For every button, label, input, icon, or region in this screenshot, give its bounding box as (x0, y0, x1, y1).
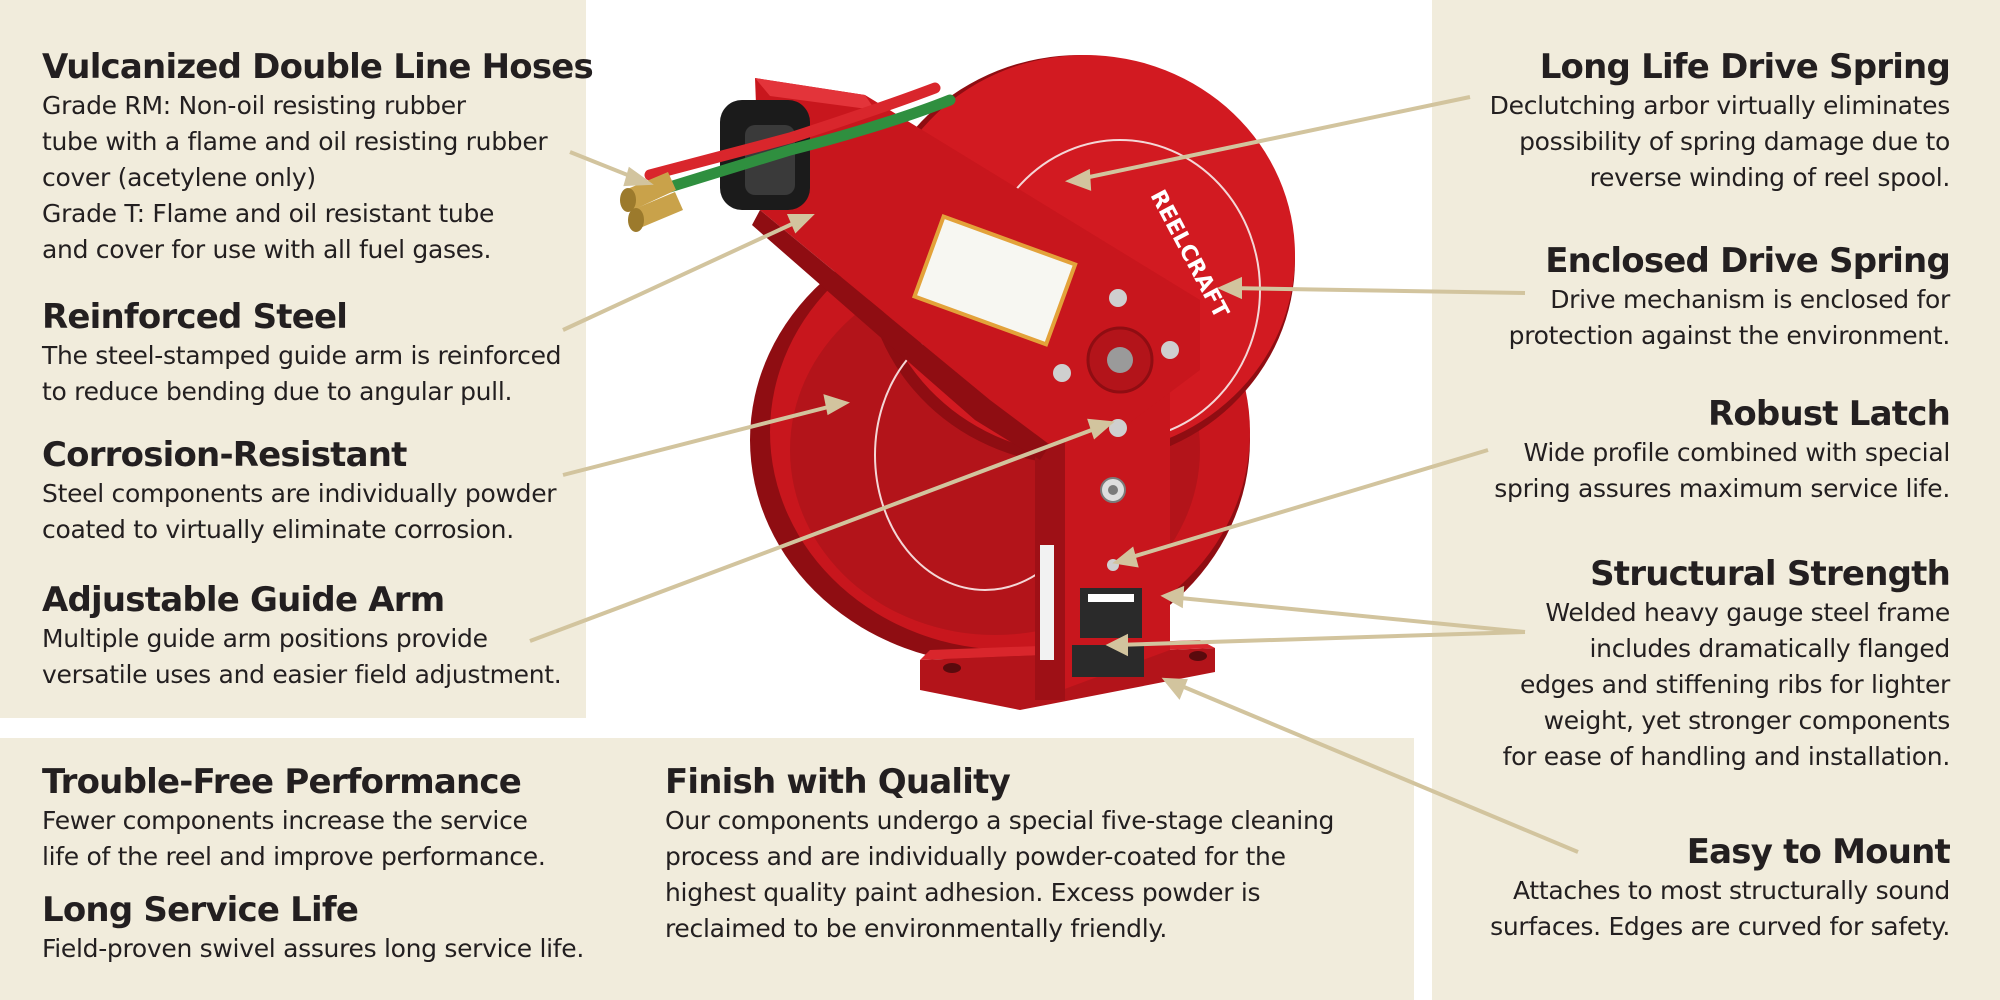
feature-guide-arm: Adjustable Guide Arm Multiple guide arm … (42, 579, 562, 693)
feature-finish-body: Our components undergo a special five-st… (665, 806, 1335, 943)
leader-mount (1171, 680, 1579, 854)
feature-enclosed-spring-title: Enclosed Drive Spring (1545, 241, 1951, 281)
feature-mount: Easy to Mount Attaches to most structura… (1490, 831, 1951, 945)
feature-drive-spring: Long Life Drive Spring Declutching arbor… (1489, 46, 1951, 196)
feature-corrosion-title: Corrosion-Resistant (42, 435, 407, 475)
feature-latch: Robust Latch Wide profile combined with … (1494, 393, 1951, 507)
feature-enclosed-spring: Enclosed Drive Spring Drive mechanism is… (1508, 240, 1951, 354)
feature-corrosion-body: Steel components are individually powder… (42, 479, 557, 544)
left-feature-panel (0, 0, 586, 718)
feature-guide-arm-body: Multiple guide arm positions provide ver… (42, 624, 562, 689)
leader-hoses-arrow (623, 166, 654, 187)
feature-guide-arm-title: Adjustable Guide Arm (42, 580, 445, 620)
feature-trouble-free-title: Trouble-Free Performance (42, 762, 522, 802)
leader-drive-spring (1074, 95, 1471, 182)
leader-reinforced-steel (562, 216, 806, 332)
feature-reinforced-steel-title: Reinforced Steel (42, 297, 348, 337)
feature-corrosion: Corrosion-Resistant Steel components are… (42, 434, 557, 548)
leader-reinforced-steel-arrow (786, 214, 815, 234)
bottom-feature-panel (0, 738, 1414, 1000)
leader-latch-arrow (1112, 546, 1139, 568)
feature-finish: Finish with Quality Our components under… (665, 761, 1334, 947)
feature-hoses: Vulcanized Double Line Hoses Grade RM: N… (42, 46, 594, 268)
feature-drive-spring-body: Declutching arbor virtually eliminates p… (1489, 91, 1951, 192)
feature-structural-body: Welded heavy gauge steel frame includes … (1502, 598, 1951, 771)
leader-corrosion (562, 402, 841, 477)
feature-mount-body: Attaches to most structurally sound surf… (1490, 876, 1950, 941)
leader-enclosed-spring (1227, 286, 1526, 295)
feature-service-life-title: Long Service Life (42, 890, 359, 930)
leader-lines (529, 95, 1579, 854)
feature-trouble-free-body: Fewer components increase the service li… (42, 806, 546, 871)
feature-enclosed-spring-body: Drive mechanism is enclosed for protecti… (1508, 285, 1951, 350)
leader-latch (1121, 448, 1489, 562)
feature-service-life: Long Service Life Field-proven swivel as… (42, 889, 584, 967)
feature-structural: Structural Strength Welded heavy gauge s… (1502, 553, 1951, 775)
feature-structural-title: Structural Strength (1590, 554, 1951, 594)
twin-hoses (620, 82, 956, 232)
leader-mount-arrow (1161, 677, 1188, 700)
feature-reinforced-steel-body: The steel-stamped guide arm is reinforce… (42, 341, 562, 406)
leader-structural-upper (1169, 595, 1526, 634)
right-feature-panel (1432, 0, 2000, 1000)
feature-hoses-title: Vulcanized Double Line Hoses (42, 47, 594, 87)
leader-guide-arm-arrow (1087, 418, 1115, 440)
feature-reinforced-steel: Reinforced Steel The steel-stamped guide… (42, 296, 562, 410)
feature-drive-spring-title: Long Life Drive Spring (1539, 47, 1951, 87)
guide-arm (752, 78, 1200, 460)
leader-structural-lower (1114, 630, 1526, 647)
leader-enclosed-spring-arrow (1217, 276, 1242, 300)
feature-trouble-free: Trouble-Free Performance Fewer component… (42, 761, 546, 875)
leader-structural-upper-arrow (1160, 585, 1185, 609)
feature-latch-title: Robust Latch (1707, 394, 1951, 434)
leader-drive-spring-arrow (1064, 168, 1092, 191)
feature-mount-title: Easy to Mount (1686, 832, 1951, 872)
feature-hoses-body: Grade RM: Non-oil resisting rubber tube … (42, 91, 548, 264)
leader-corrosion-arrow (823, 394, 851, 416)
feature-service-life-body: Field-proven swivel assures long service… (42, 934, 584, 963)
leader-guide-arm (529, 423, 1106, 643)
frame-bracket (1035, 390, 1170, 700)
feature-finish-title: Finish with Quality (665, 762, 1011, 802)
leader-structural-lower-arrow (1105, 633, 1128, 657)
feature-latch-body: Wide profile combined with special sprin… (1494, 438, 1950, 503)
